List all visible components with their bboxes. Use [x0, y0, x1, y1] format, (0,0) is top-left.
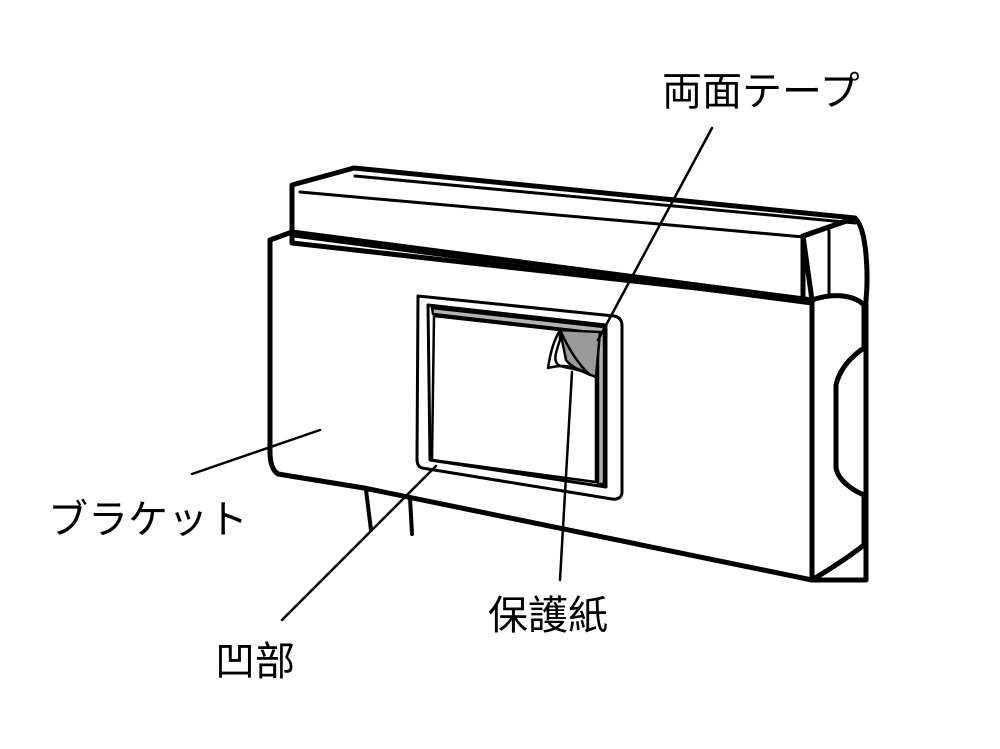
label-double-sided-tape: 両面テープ	[662, 69, 860, 115]
bracket-body	[267, 229, 815, 583]
label-recess: 凹部	[215, 639, 295, 685]
recess	[415, 294, 624, 501]
leader-lines	[190, 126, 714, 622]
protective-paper	[430, 314, 602, 484]
leader-protective-paper	[558, 370, 574, 582]
leader-recess	[280, 464, 438, 622]
bracket-legs	[364, 488, 414, 536]
top-rail	[289, 165, 858, 303]
leader-tape	[596, 126, 714, 342]
right-end-cap	[800, 215, 870, 583]
label-protective-paper: 保護紙	[488, 593, 608, 639]
label-bracket: ブラケット	[48, 497, 248, 543]
leader-bracket	[190, 428, 322, 476]
